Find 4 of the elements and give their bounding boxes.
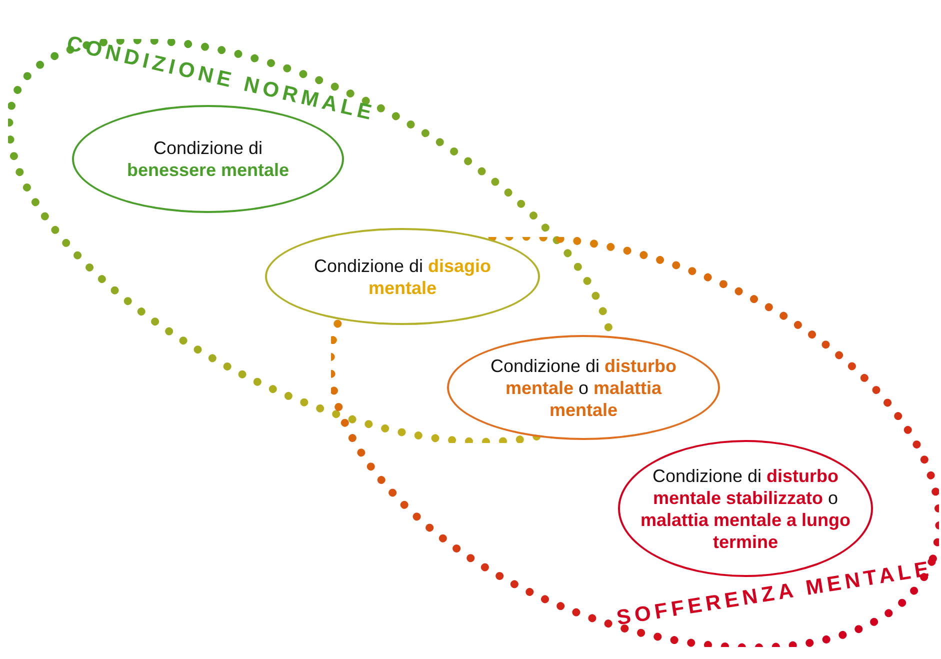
condition-label: Condizione di disagio mentale: [312, 254, 492, 298]
condition-label: Condizione di disturbo mentale o malattia mentale: [489, 354, 678, 420]
condition-label: Condizione di disturbo mentale stabilizzato o malattia mentale a lungo termine: [639, 464, 852, 552]
condition-label: Condizione di benessere mentale: [126, 137, 290, 181]
